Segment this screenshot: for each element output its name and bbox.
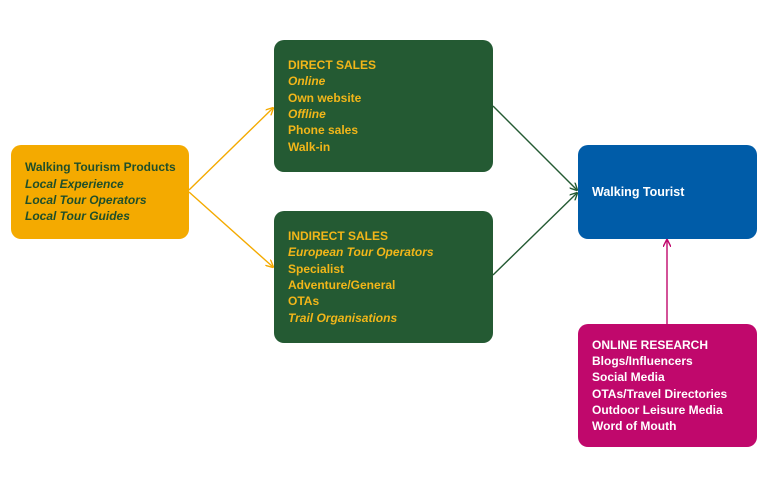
products-item-local-tour-operators: Local Tour Operators <box>25 193 147 207</box>
products-title: Walking Tourism Products <box>25 160 176 175</box>
products-item-local-experience: Local Experience <box>25 176 124 191</box>
direct-sales-item-offline: Offline <box>288 107 326 121</box>
online-research-item-outdoor-leisure-media: Outdoor Leisure Media <box>592 402 723 417</box>
indirect-sales-item-european-tour-operators: European Tour Operators <box>288 245 434 260</box>
online-research-item-otas-travel-directories: OTAs/Travel Directories <box>592 386 728 401</box>
direct-sales-item-own-website: Own website <box>288 90 362 105</box>
online-research-item-social-media: Social Media <box>592 370 665 385</box>
arrow-products-to-direct <box>188 108 273 191</box>
online-research-item-blogs-influencers: Blogs/Influencers <box>592 353 693 368</box>
products-item-local-tour-guides: Local Tour Guides <box>25 209 130 224</box>
direct-sales-item-walk-in: Walk-in <box>288 139 331 154</box>
indirect-sales-box: INDIRECT SALES European Tour Operators S… <box>274 211 493 343</box>
indirect-sales-item-otas: OTAs <box>288 294 320 309</box>
arrow-direct-to-tourist <box>492 105 577 190</box>
arrow-indirect-to-tourist <box>492 193 577 276</box>
online-research-title: ONLINE RESEARCH <box>592 337 709 352</box>
direct-sales-item-online: Online <box>288 74 326 89</box>
indirect-sales-title: INDIRECT SALES <box>288 229 389 244</box>
online-research-box: ONLINE RESEARCH Blogs/Influencers Social… <box>578 324 757 447</box>
indirect-sales-item-adventure-general: Adventure/General <box>288 278 396 292</box>
direct-sales-box: DIRECT SALES Online Own website Offline … <box>274 40 493 172</box>
walking-tourism-products-box: Walking Tourism Products Local Experienc… <box>11 145 189 239</box>
online-research-item-word-of-mouth: Word of Mouth <box>592 419 677 434</box>
indirect-sales-item-specialist: Specialist <box>288 261 345 276</box>
walking-tourist-box: Walking Tourist <box>578 145 757 239</box>
indirect-sales-item-trail-organisations: Trail Organisations <box>288 310 398 325</box>
tourist-title: Walking Tourist <box>592 184 685 199</box>
direct-sales-item-phone-sales: Phone sales <box>288 123 359 138</box>
arrow-products-to-indirect <box>188 191 273 267</box>
direct-sales-title: DIRECT SALES <box>288 58 377 73</box>
